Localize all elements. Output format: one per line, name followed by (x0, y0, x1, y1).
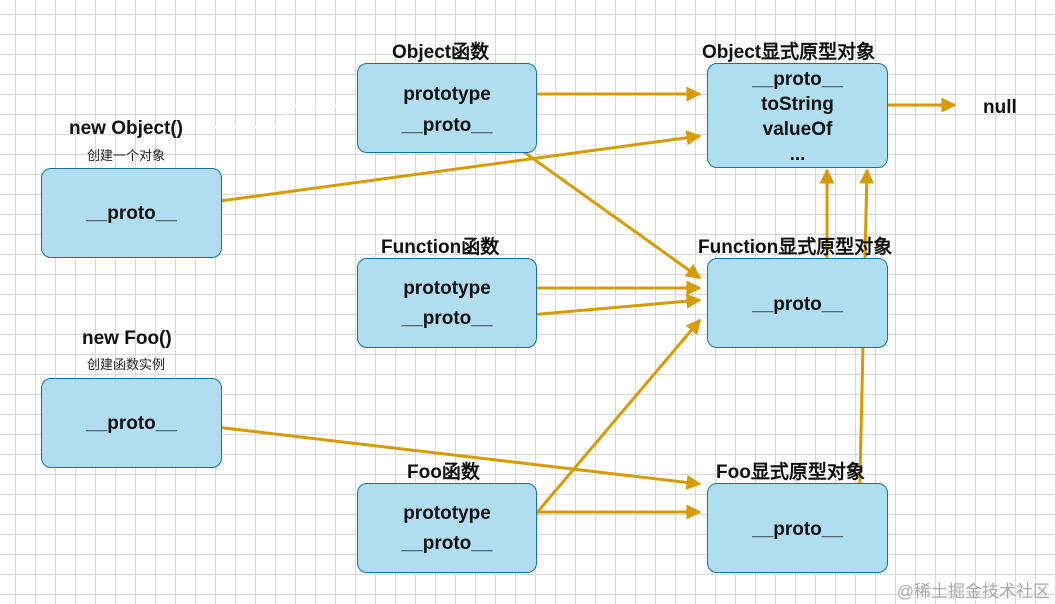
object-fn-prototype-field: prototype (403, 84, 491, 105)
object-proto-tostring-field: toString (761, 94, 834, 115)
object-proto-valueof-field: valueOf (762, 119, 833, 140)
function-proto-proto-field: __proto__ (752, 294, 843, 315)
watermark: @稀土掘金技术社区 (896, 582, 1050, 601)
new-foo-title: new Foo() (82, 328, 172, 349)
object-proto-proto-field: __proto__ (752, 69, 843, 90)
new-object-proto-field: __proto__ (86, 203, 177, 224)
function-prototype-object-box: __proto__ (707, 258, 888, 348)
object-prototype-object-box: __proto__ toString valueOf ... (707, 63, 888, 168)
arrow-object-fn-proto (506, 138, 702, 280)
arrow-new-object-proto (189, 130, 702, 207)
new-foo-instance-box: __proto__ (41, 378, 222, 468)
function-fn-title: Function函数 (381, 237, 500, 258)
function-function-box: prototype __proto__ (357, 258, 537, 348)
new-foo-subtitle: 创建函数实例 (87, 357, 166, 372)
foo-proto-title: Foo显式原型对象 (716, 462, 865, 483)
new-foo-proto-field: __proto__ (86, 413, 177, 434)
new-object-to-object-fn-connector (215, 102, 356, 128)
foo-prototype-object-box: __proto__ (707, 483, 888, 573)
foo-proto-proto-field: __proto__ (752, 519, 843, 540)
foo-fn-title: Foo函数 (407, 462, 480, 483)
arrow-foo-fn-proto (505, 318, 702, 549)
object-fn-proto-field: __proto__ (401, 115, 493, 136)
object-fn-title: Object函数 (392, 42, 490, 63)
object-function-box: prototype __proto__ (357, 63, 537, 153)
foo-fn-prototype-field: prototype (403, 503, 491, 524)
arrow-new-foo-proto (189, 422, 702, 490)
function-fn-proto-field: __proto__ (401, 308, 493, 329)
foo-function-box: prototype __proto__ (357, 483, 537, 573)
arrow-function-fn-proto (506, 293, 702, 319)
new-object-instance-box: __proto__ (41, 168, 222, 258)
null-label: null (983, 97, 1017, 118)
function-fn-prototype-field: prototype (403, 278, 491, 299)
foo-fn-proto-field: __proto__ (401, 533, 493, 554)
new-object-title: new Object() (69, 118, 184, 139)
function-proto-title: Function显式原型对象 (698, 237, 893, 258)
new-object-subtitle: 创建一个对象 (87, 148, 166, 163)
object-proto-ellipsis: ... (789, 144, 806, 165)
object-proto-title: Object显式原型对象 (702, 42, 876, 63)
